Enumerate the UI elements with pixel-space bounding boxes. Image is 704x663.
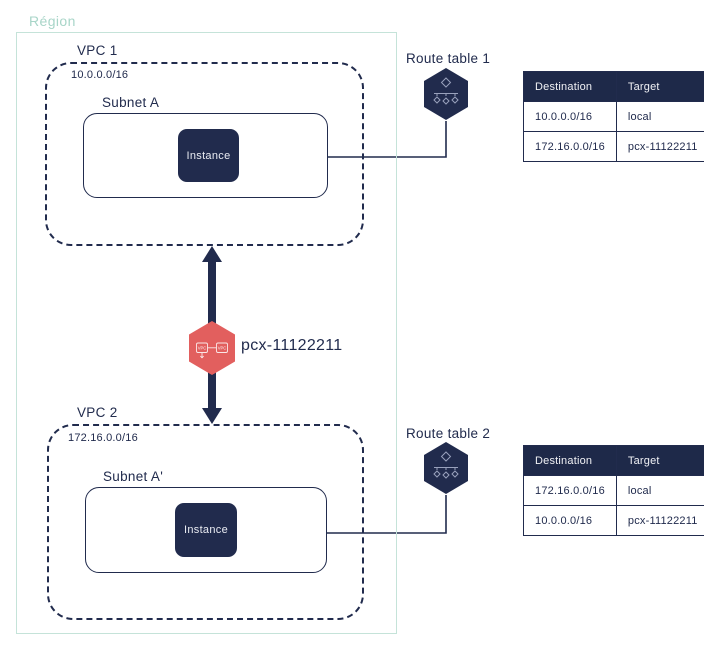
instance-a2-node: Instance	[175, 503, 237, 557]
peering-icon-vpc-left-label: VPC	[198, 345, 207, 350]
route-table-2-header-target: Target	[615, 445, 704, 476]
table-row: 172.16.0.0/16 local	[523, 475, 704, 506]
route-table-1-title: Route table 1	[406, 51, 491, 66]
route-table-1: Destination Target 10.0.0.0/16 local 172…	[523, 71, 704, 162]
route-table-2-icon	[424, 442, 468, 494]
route-table-2-header-destination: Destination	[523, 445, 617, 476]
route-table-2-r1-target: pcx-11122211	[615, 505, 704, 536]
vpc-peering-icon: VPC VPC	[189, 321, 235, 375]
region-label: Région	[29, 13, 76, 29]
route-table-1-header-row: Destination Target	[523, 71, 704, 102]
route-table-1-r1-target: pcx-11122211	[615, 131, 704, 162]
subnet-a-label: Subnet A	[102, 95, 160, 110]
route-table-2-r0-destination: 172.16.0.0/16	[523, 475, 617, 506]
route-table-2-header-row: Destination Target	[523, 445, 704, 476]
route-table-1-r0-target: local	[615, 101, 704, 132]
table-row: 172.16.0.0/16 pcx-11122211	[523, 131, 704, 162]
instance-a-node: Instance	[178, 129, 239, 182]
peering-connection-id: pcx-11122211	[241, 337, 343, 354]
route-table-2-title: Route table 2	[406, 426, 491, 441]
route-table-1-icon	[424, 68, 468, 120]
region-boundary	[16, 32, 397, 634]
route-table-1-r0-destination: 10.0.0.0/16	[523, 101, 617, 132]
vpc1-label: VPC 1	[77, 43, 118, 58]
route-table-1-header-target: Target	[615, 71, 704, 102]
vpc2-boundary	[47, 424, 364, 620]
instance-a2-label: Instance	[184, 524, 228, 536]
vpc1-boundary	[45, 62, 364, 246]
table-row: 10.0.0.0/16 pcx-11122211	[523, 505, 704, 536]
table-row: 10.0.0.0/16 local	[523, 101, 704, 132]
route-table-2-r0-target: local	[615, 475, 704, 506]
instance-a-label: Instance	[186, 149, 231, 162]
route-table-2: Destination Target 172.16.0.0/16 local 1…	[523, 445, 704, 536]
peering-icon-vpc-right-label: VPC	[218, 345, 227, 350]
vpc2-label: VPC 2	[77, 405, 118, 420]
vpc1-cidr: 10.0.0.0/16	[71, 69, 129, 81]
route-table-1-r1-destination: 172.16.0.0/16	[523, 131, 617, 162]
vpc2-cidr: 172.16.0.0/16	[68, 432, 138, 444]
subnet-a2-label: Subnet A'	[103, 469, 164, 484]
route-table-1-header-destination: Destination	[523, 71, 617, 102]
route-table-2-r1-destination: 10.0.0.0/16	[523, 505, 617, 536]
